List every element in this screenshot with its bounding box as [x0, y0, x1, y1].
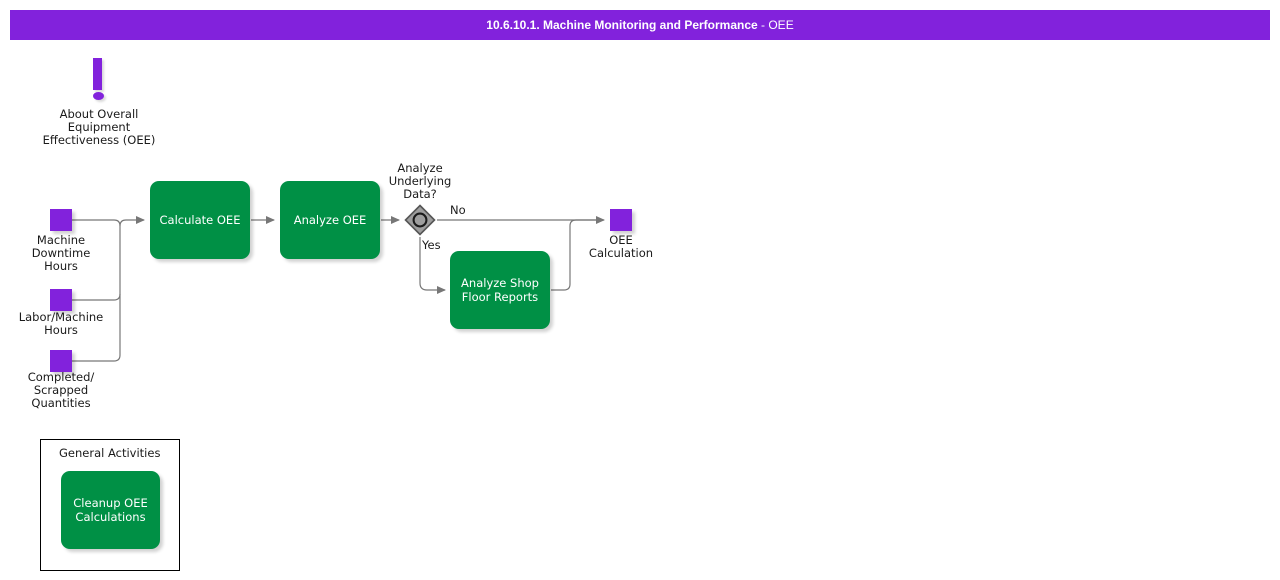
exclamation-bar-icon	[93, 58, 102, 90]
title-bar: 10.6.10.1. Machine Monitoring and Perfor…	[10, 10, 1270, 40]
flow-labor-to-trunk	[72, 293, 121, 301]
data-object-label-oee-calculation: OEE Calculation	[588, 233, 654, 260]
data-object-oee-calculation[interactable]	[610, 209, 632, 231]
data-object-machine-downtime-hours[interactable]	[50, 209, 72, 231]
flow-label-yes: Yes	[422, 238, 441, 252]
data-object-label-completed-scrapped-quantities: Completed/ Scrapped Quantities	[27, 370, 95, 410]
task-label-cleanup-oee-calculations: Cleanup OEE Calculations	[73, 496, 148, 524]
exclamation-dot-icon	[93, 92, 104, 100]
page-title: 10.6.10.1. Machine Monitoring and Perfor…	[486, 18, 794, 32]
task-label-analyze-oee: Analyze OEE	[293, 213, 367, 227]
task-calculate-oee[interactable]: Calculate OEE	[150, 181, 250, 259]
task-analyze-oee[interactable]: Analyze OEE	[280, 181, 380, 259]
general-activities-group-title: General Activities	[59, 446, 161, 460]
task-cleanup-oee-calculations[interactable]: Cleanup OEE Calculations	[61, 471, 160, 549]
annotation-label: About Overall Equipment Effectiveness (O…	[42, 107, 156, 147]
gateway-label: Analyze Underlying Data?	[388, 161, 452, 201]
flow-trunk-to-calculate-oee	[119, 216, 145, 227]
data-object-completed-scrapped-quantities[interactable]	[50, 350, 72, 372]
flow-scrapped-to-trunk	[72, 354, 121, 362]
exclamation-icon	[93, 58, 107, 102]
gateway-event-circle-icon	[412, 212, 428, 228]
gateway-analyze-underlying-data[interactable]	[404, 204, 436, 236]
task-analyze-shop-floor-reports[interactable]: Analyze Shop Floor Reports	[450, 251, 550, 329]
flow-label-no: No	[450, 203, 466, 217]
data-object-label-machine-downtime-hours: Machine Downtime Hours	[31, 233, 91, 273]
task-label-analyze-shop-floor-reports: Analyze Shop Floor Reports	[461, 276, 539, 304]
data-object-labor-machine-hours[interactable]	[50, 289, 72, 311]
task-label-calculate-oee: Calculate OEE	[159, 213, 241, 227]
data-object-label-labor-machine-hours: Labor/Machine Hours	[18, 310, 104, 337]
